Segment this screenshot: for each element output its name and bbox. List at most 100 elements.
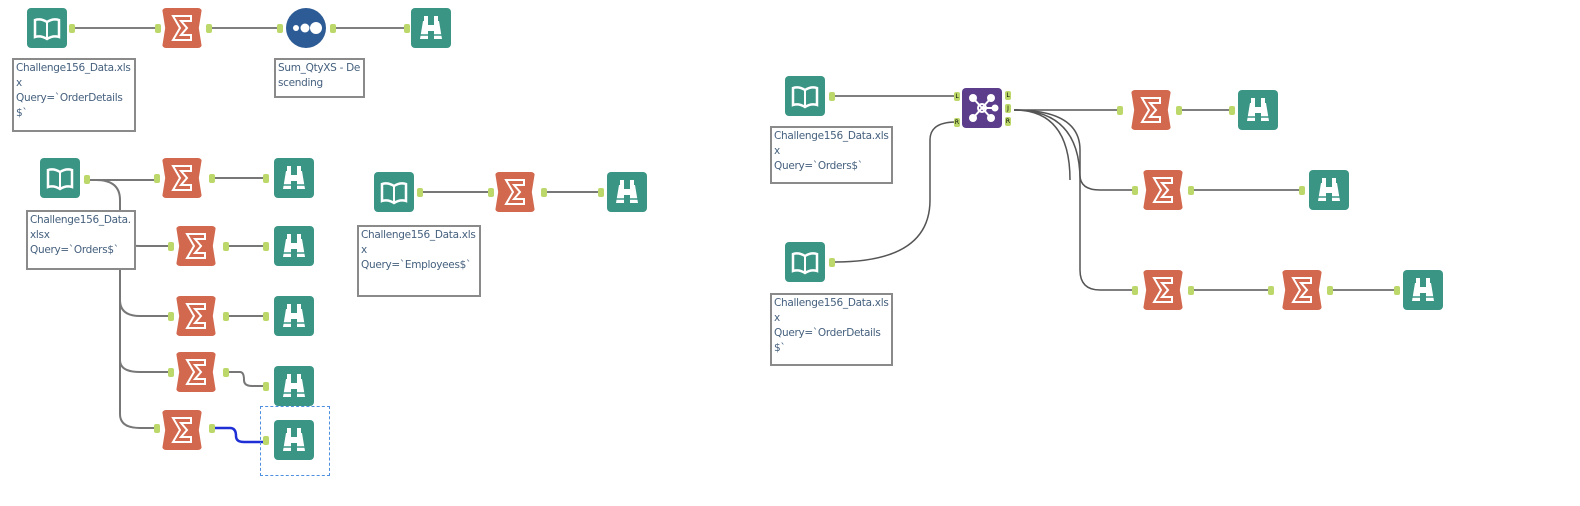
output-anchor[interactable] — [1188, 186, 1194, 195]
binoculars-icon — [274, 420, 314, 460]
input-data-tool[interactable] — [374, 172, 414, 212]
input-anchor[interactable] — [598, 188, 604, 197]
browse-tool[interactable] — [1309, 170, 1349, 210]
input-anchor[interactable] — [277, 24, 283, 33]
output-anchor[interactable] — [223, 242, 229, 251]
browse-tool[interactable] — [1238, 90, 1278, 130]
join-left-anchor[interactable]: L — [954, 92, 960, 101]
join-network-icon — [962, 88, 1002, 128]
input-anchor[interactable] — [263, 312, 269, 321]
binoculars-icon — [274, 158, 314, 198]
selection-box — [260, 406, 330, 476]
summarize-tool[interactable] — [176, 296, 216, 336]
browse-tool[interactable] — [411, 8, 451, 48]
browse-tool[interactable] — [274, 226, 314, 266]
annotation-input: Challenge156_Data.xlsx Query=`Employees$… — [357, 225, 481, 297]
sigma-icon — [162, 410, 202, 450]
input-anchor[interactable] — [1132, 186, 1138, 195]
input-anchor[interactable] — [154, 424, 160, 433]
join-output-right-anchor[interactable]: R — [1005, 117, 1011, 126]
connection — [119, 360, 156, 429]
sigma-icon — [1131, 90, 1171, 130]
input-anchor[interactable] — [404, 24, 410, 33]
summarize-tool[interactable] — [162, 158, 202, 198]
summarize-tool[interactable] — [1143, 170, 1183, 210]
input-anchor[interactable] — [168, 312, 174, 321]
output-anchor[interactable] — [223, 368, 229, 377]
output-anchor[interactable] — [1188, 286, 1194, 295]
summarize-tool[interactable] — [176, 352, 216, 392]
join-output-join-anchor[interactable]: J — [1005, 104, 1011, 113]
input-anchor[interactable] — [154, 174, 160, 183]
connection — [1013, 109, 1133, 191]
join-right-anchor[interactable]: R — [954, 118, 960, 127]
annotation-input: Challenge156_Data.xlsx Query=`OrderDetai… — [12, 58, 136, 132]
summarize-tool[interactable] — [495, 172, 535, 212]
input-anchor[interactable] — [1132, 286, 1138, 295]
browse-tool[interactable] — [274, 158, 314, 198]
summarize-tool[interactable] — [162, 410, 202, 450]
input-anchor[interactable] — [1229, 106, 1235, 115]
summarize-tool[interactable] — [176, 226, 216, 266]
input-data-tool[interactable] — [40, 158, 80, 198]
connection — [227, 371, 265, 387]
connection — [1013, 109, 1071, 181]
book-icon — [27, 8, 67, 48]
input-anchor[interactable] — [263, 436, 269, 445]
output-anchor[interactable] — [223, 312, 229, 321]
output-anchor[interactable] — [84, 175, 90, 184]
input-anchor[interactable] — [1299, 186, 1305, 195]
input-anchor[interactable] — [168, 368, 174, 377]
sigma-icon — [162, 158, 202, 198]
output-anchor[interactable] — [209, 424, 215, 433]
sigma-icon — [162, 8, 202, 48]
annotation-input: Challenge156_Data.xlsx Query=`OrderDetai… — [770, 293, 893, 366]
join-tool[interactable] — [962, 88, 1002, 128]
input-data-tool[interactable] — [785, 76, 825, 116]
sort-dots-icon — [286, 8, 326, 48]
input-anchor[interactable] — [1117, 106, 1123, 115]
sort-tool[interactable] — [286, 8, 326, 48]
output-anchor[interactable] — [69, 24, 75, 33]
input-anchor[interactable] — [168, 242, 174, 251]
input-anchor[interactable] — [488, 188, 494, 197]
binoculars-icon — [274, 226, 314, 266]
output-anchor[interactable] — [206, 24, 212, 33]
output-anchor[interactable] — [330, 24, 336, 33]
binoculars-icon — [411, 8, 451, 48]
summarize-tool[interactable] — [1131, 90, 1171, 130]
binoculars-icon — [1403, 270, 1443, 310]
output-anchor[interactable] — [541, 188, 547, 197]
connection — [834, 121, 957, 263]
output-anchor[interactable] — [1327, 286, 1333, 295]
summarize-tool[interactable] — [1282, 270, 1322, 310]
input-data-tool[interactable] — [27, 8, 67, 48]
connection — [119, 300, 171, 373]
output-anchor[interactable] — [829, 258, 835, 267]
output-anchor[interactable] — [209, 174, 215, 183]
input-anchor[interactable] — [263, 174, 269, 183]
browse-tool-selected[interactable] — [274, 420, 314, 460]
sigma-icon — [1143, 270, 1183, 310]
browse-tool[interactable] — [274, 296, 314, 336]
input-anchor[interactable] — [1268, 286, 1274, 295]
browse-tool[interactable] — [274, 366, 314, 406]
summarize-tool[interactable] — [162, 8, 202, 48]
output-anchor[interactable] — [417, 188, 423, 197]
input-anchor[interactable] — [155, 24, 161, 33]
output-anchor[interactable] — [829, 92, 835, 101]
book-icon — [785, 76, 825, 116]
binoculars-icon — [274, 366, 314, 406]
sigma-icon — [495, 172, 535, 212]
browse-tool[interactable] — [1403, 270, 1443, 310]
binoculars-icon — [1238, 90, 1278, 130]
input-anchor[interactable] — [263, 382, 269, 391]
summarize-tool[interactable] — [1143, 270, 1183, 310]
browse-tool[interactable] — [607, 172, 647, 212]
input-anchor[interactable] — [263, 242, 269, 251]
output-anchor[interactable] — [1176, 106, 1182, 115]
join-output-left-anchor[interactable]: L — [1005, 91, 1011, 100]
input-anchor[interactable] — [1394, 286, 1400, 295]
input-data-tool[interactable] — [785, 242, 825, 282]
